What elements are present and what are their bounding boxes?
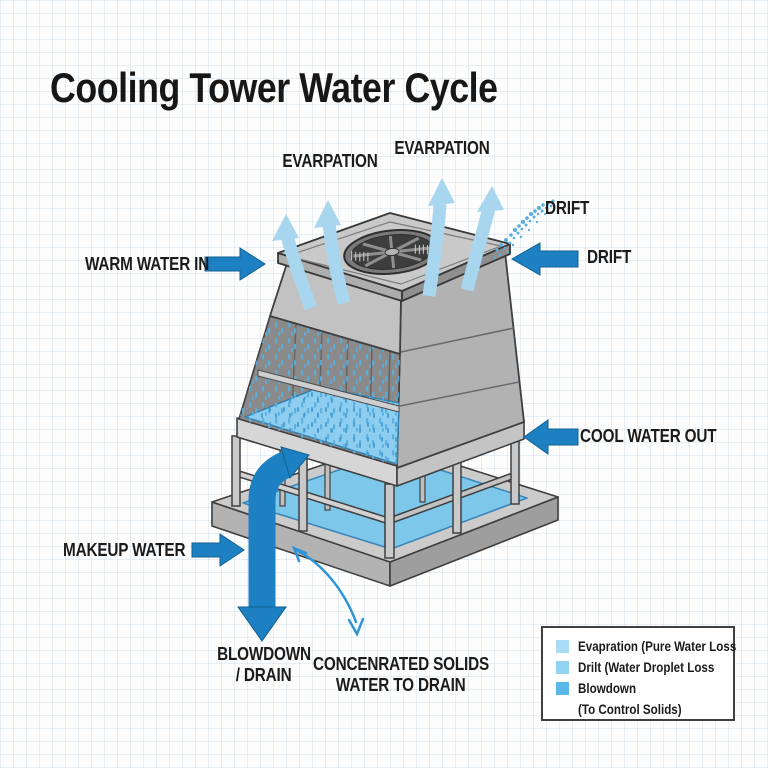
legend-item-blowdown: Blowdown [556, 678, 733, 699]
drift-spray-icon [493, 199, 555, 260]
label-evaporation-left: EVARPATION [282, 151, 378, 171]
label-cool-water-out: COOL WATER OUT [580, 426, 717, 446]
legend-label-blowdown-note: (To Control Solids) [578, 702, 682, 717]
label-evaporation-right: EVARPATION [394, 138, 490, 158]
label-blowdown-drain: BLOWDOWN / DRAIN [217, 644, 311, 685]
legend-item-evaporation: Evapration (Pure Water Loss [556, 636, 737, 657]
page-title: Cooling Tower Water Cycle [50, 64, 498, 111]
legend-label-evaporation: Evapration (Pure Water Loss [578, 639, 737, 654]
evaporation-arrows [272, 178, 504, 311]
legend-swatch-drift [556, 661, 569, 674]
blowdown-pipe-arrow [237, 446, 310, 642]
legend-label-drift: Drilt (Water Droplet Loss [578, 660, 715, 675]
label-concentrated-solids: CONCENRATED SOLIDS WATER TO DRAIN [312, 654, 490, 695]
makeup-water-arrow [191, 533, 245, 567]
solids-curve-arrow [291, 545, 365, 637]
label-makeup-water: MAKEUP WATER [63, 540, 186, 560]
legend-item-blowdown-note: (To Control Solids) [556, 699, 733, 720]
legend-swatch-blowdown [556, 682, 569, 695]
legend-box: Evapration (Pure Water Loss Drilt (Water… [541, 626, 737, 721]
fill-rail [257, 369, 400, 413]
label-warm-water-in: WARM WATER IN [85, 254, 210, 274]
label-drift-top: DRIFT [545, 198, 590, 218]
tower-left-face [238, 259, 402, 467]
drift-arrow [510, 242, 579, 276]
label-drift-side: DRIFT [587, 247, 632, 267]
evaporation-arrowheads [272, 178, 504, 241]
cool-water-out-arrow [523, 419, 579, 455]
warm-water-in-arrow [204, 247, 266, 281]
fan-icon [343, 229, 441, 275]
legend-label-blowdown: Blowdown [578, 681, 637, 696]
legend-swatch-evaporation [556, 640, 569, 653]
legend-item-drift: Drilt (Water Droplet Loss [556, 657, 733, 678]
